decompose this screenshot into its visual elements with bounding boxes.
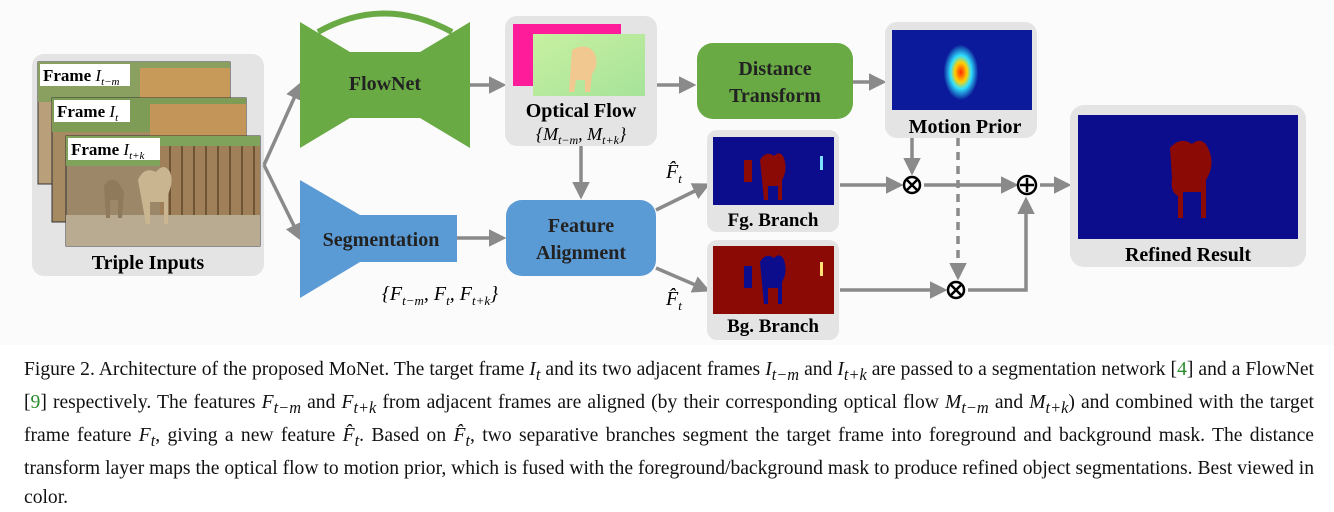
arrow-mult-bottom-to-add <box>968 196 1035 292</box>
feature-alignment-block: Feature Alignment <box>506 200 656 276</box>
reference-link-9[interactable]: 9 <box>30 392 41 414</box>
motion-prior-label: Motion Prior <box>909 116 1022 138</box>
architecture-diagram: Frame It−m Frame It Fra <box>32 10 1306 340</box>
optical-flow-label: Optical Flow <box>526 100 637 122</box>
triple-inputs-panel: Frame It−m Frame It Fra <box>32 54 264 276</box>
distance-transform-block: Distance Transform <box>697 43 853 119</box>
frame-label-1: Frame It−m <box>43 66 120 88</box>
refined-result-panel: Refined Result <box>1070 105 1306 267</box>
flownet-block: FlowNet <box>300 10 470 148</box>
optical-flow-panel: Optical Flow {Mt−m, Mt+k} <box>505 16 657 147</box>
figure-caption: Figure 2. Architecture of the proposed M… <box>24 359 1314 508</box>
arrow-inputs-to-segmentation <box>262 164 302 242</box>
bg-branch-panel: Bg. Branch <box>707 240 839 340</box>
fg-branch-panel: Fg. Branch <box>707 130 839 232</box>
arrow-alignment-to-fg <box>655 183 711 212</box>
bg-branch-label: Bg. Branch <box>727 316 819 337</box>
distance-transform-label-1: Distance <box>738 58 811 80</box>
feature-alignment-label-1: Feature <box>548 215 614 237</box>
motion-prior-panel: Motion Prior <box>885 22 1037 138</box>
fg-branch-label: Fg. Branch <box>728 210 819 231</box>
frame-label-2: Frame It <box>57 102 119 124</box>
reference-link-4[interactable]: 4 <box>1177 359 1187 380</box>
add-operator <box>1016 174 1038 196</box>
segmentation-label: Segmentation <box>323 229 440 251</box>
feature-alignment-label-2: Alignment <box>536 242 626 264</box>
arrow-inputs-to-flownet <box>262 81 303 166</box>
arrow-alignment-to-bg <box>655 266 711 293</box>
multiply-operator-bottom <box>946 280 966 300</box>
figure-number: Figure 2. <box>24 359 95 380</box>
flownet-label: FlowNet <box>349 73 422 95</box>
triple-inputs-label: Triple Inputs <box>92 252 205 274</box>
frame-label-3: Frame It+k <box>71 140 146 162</box>
distance-transform-label-2: Transform <box>729 85 821 107</box>
refined-result-label: Refined Result <box>1125 244 1251 266</box>
f-hat-label-bottom: F̂t <box>665 287 682 313</box>
multiply-operator-top <box>902 175 922 195</box>
f-hat-label-top: F̂t <box>665 160 682 186</box>
